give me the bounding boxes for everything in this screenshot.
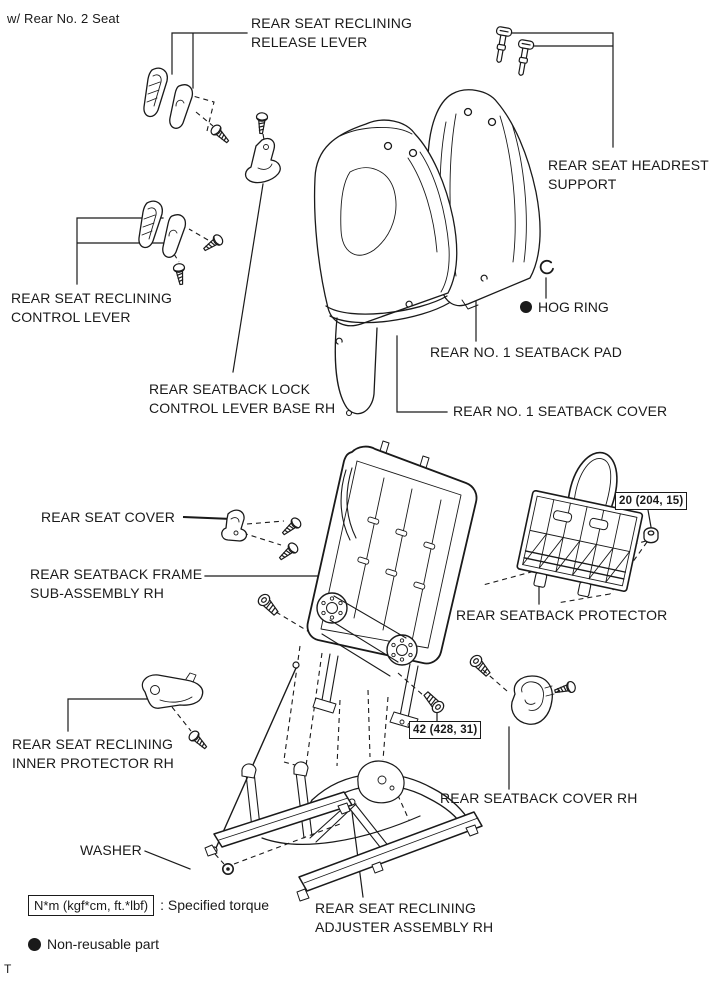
nut-icon (643, 527, 659, 544)
bolt-icon (420, 688, 447, 716)
headrest-stay-icon (512, 38, 535, 78)
headrest-stay-icon (490, 25, 513, 65)
label-reclining-control-lever: REAR SEAT RECLINING CONTROL LEVER (11, 290, 173, 325)
label-seatback-lock-base: REAR SEATBACK LOCK CONTROL LEVER BASE RH (149, 381, 336, 416)
footer-mark: T (4, 962, 12, 976)
hog-ring-icon (539, 259, 554, 275)
seatback-frame-art (210, 440, 478, 854)
seatback-cover-rh-art (510, 675, 555, 725)
lock-lever-base-art (244, 137, 281, 184)
label-release-lever: REAR SEAT RECLINING RELEASE LEVER (251, 15, 413, 50)
control-lever-parts-art (138, 200, 187, 258)
screw-icon (552, 679, 578, 698)
label-headrest-support: REAR SEAT HEADREST SUPPORT (548, 157, 709, 192)
label-seatback-pad: REAR NO. 1 SEATBACK PAD (430, 344, 622, 360)
inner-protector-art (141, 672, 204, 709)
headrest-stays-art (490, 25, 535, 78)
legend-non-reusable: Non-reusable part (28, 936, 159, 952)
non-reusable-dot-icon (28, 937, 41, 951)
torque-callout-protector-nut: 20 (204, 15) (615, 492, 688, 510)
seatback-protector-art (516, 451, 644, 598)
label-no1-seatback-cover: REAR NO. 1 SEATBACK COVER (453, 403, 668, 419)
label-washer: WASHER (80, 842, 142, 858)
washer-icon (222, 863, 234, 875)
torque-unit-box: N*m (kgf*cm, ft.*lbf) (28, 895, 155, 916)
screw-icon (186, 728, 211, 753)
label-seatback-cover-rh: REAR SEATBACK COVER RH (440, 790, 638, 806)
label-seatback-frame: REAR SEATBACK FRAME SUB-ASSEMBLY RH (30, 566, 203, 601)
screw-icon (254, 111, 269, 135)
diagram-note: w/ Rear No. 2 Seat (7, 11, 120, 26)
bolt-icon (467, 652, 494, 680)
bolt-icon (255, 591, 282, 619)
label-adjuster-assembly: REAR SEAT RECLINING ADJUSTER ASSEMBLY RH (315, 900, 494, 935)
screw-icon (200, 232, 226, 255)
fasteners-art (172, 111, 659, 875)
screw-icon (172, 262, 188, 286)
label-rear-seat-cover: REAR SEAT COVER (41, 509, 175, 525)
seatback-cover-art (313, 119, 458, 417)
torque-callout-recliner-bolt: 42 (428, 31) (409, 721, 482, 739)
seat-cover-part-art (221, 509, 248, 542)
hog-ring-label: HOG RING (538, 299, 609, 315)
screw-icon (279, 515, 304, 539)
label-seatback-protector: REAR SEATBACK PROTECTOR (456, 607, 668, 623)
screw-icon (208, 122, 233, 147)
non-reusable-mark-icon (520, 301, 532, 313)
adjuster-assembly-art (204, 760, 483, 902)
release-lever-parts-art (143, 67, 194, 129)
label-hog-ring: HOG RING (520, 299, 609, 315)
label-inner-protector: REAR SEAT RECLINING INNER PROTECTOR RH (12, 736, 174, 771)
torque-description: : Specified torque (160, 897, 270, 914)
leader-lines (67, 32, 652, 898)
non-reusable-label: Non-reusable part (47, 936, 160, 952)
legend-torque: N*m (kgf*cm, ft.*lbf) : Specified torque (28, 895, 269, 916)
